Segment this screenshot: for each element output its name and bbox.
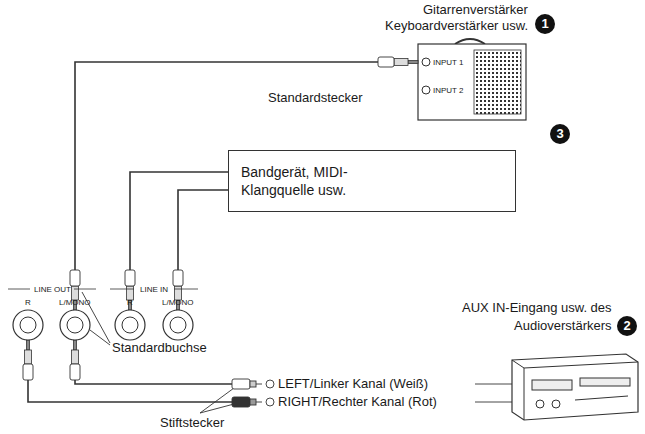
label-text: Standardbuchse	[112, 340, 207, 355]
label-text: RIGHT/Rechter Kanal (Rot)	[278, 394, 437, 409]
label-text: Gitarrenverstärker	[423, 2, 528, 17]
box-text: Bandgerät, MIDI-Klangquelle usw.	[241, 163, 416, 199]
label-text: Keyboardverstärker usw.	[385, 18, 528, 33]
label-text: LEFT/Linker Kanal (Weiß)	[278, 376, 428, 391]
jack-label: INPUT 1	[433, 58, 464, 67]
standard-plug	[70, 340, 80, 380]
standard-jack	[13, 310, 193, 340]
cable	[28, 62, 378, 402]
label-text: Audioverstärkers	[514, 318, 612, 333]
guitar-amplifier	[418, 39, 526, 120]
jack-label: R	[25, 298, 31, 307]
label-text: Stiftstecker	[160, 415, 224, 430]
callout-number: 2	[617, 316, 637, 336]
jack-label: L/MONO	[162, 298, 194, 307]
callout-number: 3	[550, 124, 570, 144]
leader-line	[82, 292, 234, 413]
audio-amplifier	[512, 354, 638, 420]
label-text: AUX IN-Eingang usw. des	[462, 300, 612, 315]
device-box: Bandgerät, MIDI-Klangquelle usw.	[228, 150, 516, 212]
standard-plug	[125, 270, 135, 310]
jack-label: LINE OUT	[34, 285, 71, 294]
jack-label: R	[127, 298, 133, 307]
standard-plug	[23, 340, 33, 380]
standard-plug	[378, 57, 418, 67]
jack-label: LINE IN	[140, 285, 168, 294]
callout-number: 1	[535, 14, 555, 34]
jack-label: L/MONO	[59, 298, 91, 307]
jack-label: INPUT 2	[433, 86, 464, 95]
label-text: Standardstecker	[268, 90, 363, 105]
